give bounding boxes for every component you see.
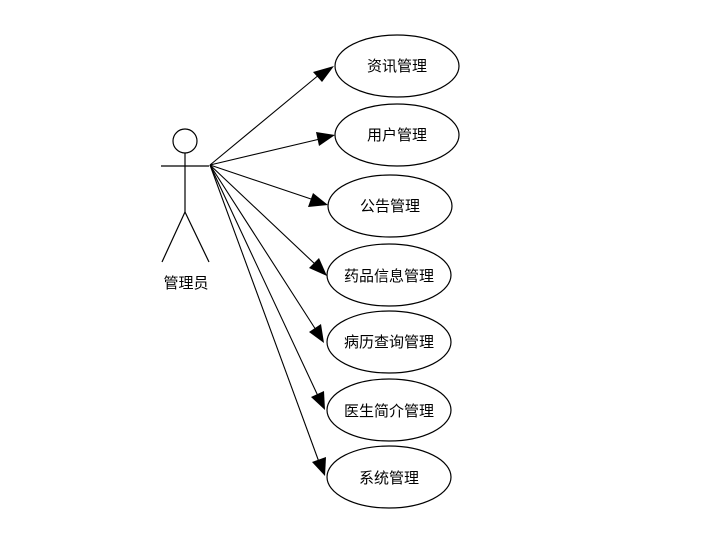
- use-case: 病历查询管理: [326, 310, 452, 374]
- arrowhead: [309, 324, 324, 343]
- stick-figure-icon: [161, 128, 210, 263]
- association-line: [209, 73, 321, 166]
- association-line: [209, 164, 320, 463]
- use-case-label: 用户管理: [367, 126, 427, 144]
- use-case-ellipse: [334, 34, 460, 98]
- arrowhead: [309, 258, 327, 276]
- use-case-ellipse: [327, 174, 453, 238]
- use-case-label: 系统管理: [359, 469, 419, 487]
- use-case: 医生简介管理: [326, 378, 452, 442]
- use-cases: 资讯管理 用户管理 公告管理 药品信息管理 病历查询管理 医生简介管理 系统管理: [326, 34, 460, 509]
- association-line: [209, 164, 315, 201]
- arrowhead: [312, 457, 326, 476]
- actor-head: [172, 128, 198, 154]
- use-case: 公告管理: [327, 174, 453, 238]
- use-case-ellipse: [326, 310, 452, 374]
- use-case: 资讯管理: [334, 34, 460, 98]
- actor-label: 管理员: [163, 274, 208, 292]
- actor-right-leg: [184, 211, 210, 263]
- arrowhead: [316, 132, 335, 146]
- association-line: [209, 164, 317, 331]
- actor: 管理员: [161, 128, 210, 292]
- associations: [209, 66, 335, 476]
- arrowhead: [308, 193, 328, 207]
- use-case-ellipse: [326, 243, 452, 307]
- use-case-label: 药品信息管理: [344, 267, 434, 285]
- association-line: [209, 138, 321, 166]
- arrowhead: [311, 391, 325, 410]
- use-case-ellipse: [326, 445, 452, 509]
- use-case-label: 公告管理: [360, 197, 420, 215]
- use-case-ellipse: [326, 378, 452, 442]
- use-case: 用户管理: [334, 103, 460, 167]
- actor-left-leg: [161, 211, 186, 263]
- use-case: 药品信息管理: [326, 243, 452, 307]
- association-line: [209, 164, 319, 397]
- use-case-label: 资讯管理: [367, 57, 427, 75]
- use-case-label: 医生简介管理: [344, 402, 434, 420]
- use-case: 系统管理: [326, 445, 452, 509]
- use-case-ellipse: [334, 103, 460, 167]
- association-line: [209, 164, 317, 266]
- use-case-label: 病历查询管理: [344, 333, 434, 351]
- arrowhead: [313, 66, 334, 82]
